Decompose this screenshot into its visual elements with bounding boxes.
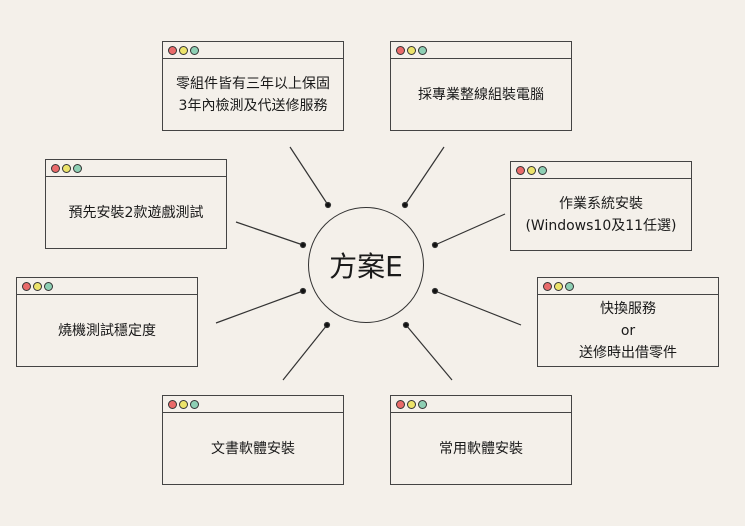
center-node: 方案E bbox=[308, 207, 424, 323]
connector bbox=[235, 221, 304, 246]
feature-window: 快換服務 or 送修時出借零件 bbox=[537, 277, 719, 367]
maximize-dot-icon bbox=[538, 165, 547, 175]
connector-dot bbox=[402, 321, 410, 329]
connector-dot bbox=[431, 241, 439, 249]
connector bbox=[434, 290, 522, 326]
maximize-dot-icon bbox=[190, 45, 199, 55]
maximize-dot-icon bbox=[44, 281, 53, 291]
close-dot-icon bbox=[516, 165, 525, 175]
connector-dot bbox=[299, 287, 307, 295]
maximize-dot-icon bbox=[73, 163, 82, 173]
minimize-dot-icon bbox=[62, 163, 71, 173]
feature-window: 燒機測試穩定度 bbox=[16, 277, 198, 367]
window-titlebar bbox=[46, 160, 226, 177]
feature-text: 零組件皆有三年以上保固 bbox=[176, 76, 330, 92]
close-dot-icon bbox=[22, 281, 31, 291]
connector bbox=[405, 324, 453, 381]
feature-text: 預先安裝2款遊戲測試 bbox=[68, 205, 204, 221]
window-titlebar bbox=[391, 396, 571, 413]
window-titlebar bbox=[391, 42, 571, 59]
feature-text: 燒機測試穩定度 bbox=[58, 323, 156, 339]
close-dot-icon bbox=[543, 281, 552, 291]
connector bbox=[282, 324, 328, 381]
feature-text: 常用軟體安裝 bbox=[439, 441, 523, 457]
window-body: 快換服務 or 送修時出借零件 bbox=[538, 295, 718, 367]
feature-window: 零組件皆有三年以上保固 3年內檢測及代送修服務 bbox=[162, 41, 344, 131]
window-titlebar bbox=[538, 278, 718, 295]
window-body: 採專業整線組裝電腦 bbox=[391, 59, 571, 131]
feature-window: 常用軟體安裝 bbox=[390, 395, 572, 485]
maximize-dot-icon bbox=[418, 45, 427, 55]
maximize-dot-icon bbox=[190, 399, 199, 409]
feature-text: 作業系統安裝 bbox=[559, 196, 643, 212]
feature-text: 3年內檢測及代送修服務 bbox=[178, 98, 328, 114]
minimize-dot-icon bbox=[179, 399, 188, 409]
feature-text: 送修時出借零件 bbox=[579, 345, 677, 361]
connector bbox=[215, 290, 304, 324]
feature-text: (Windows10及11任選) bbox=[525, 218, 677, 234]
window-body: 預先安裝2款遊戲測試 bbox=[46, 177, 226, 249]
window-body: 文書軟體安裝 bbox=[163, 413, 343, 485]
connector bbox=[289, 146, 329, 206]
window-body: 零組件皆有三年以上保固 3年內檢測及代送修服務 bbox=[163, 59, 343, 131]
feature-text: 文書軟體安裝 bbox=[211, 441, 295, 457]
connector-dot bbox=[431, 287, 439, 295]
window-titlebar bbox=[163, 42, 343, 59]
minimize-dot-icon bbox=[527, 165, 536, 175]
feature-window: 文書軟體安裝 bbox=[162, 395, 344, 485]
window-titlebar bbox=[511, 162, 691, 179]
connector bbox=[434, 213, 506, 246]
minimize-dot-icon bbox=[407, 399, 416, 409]
maximize-dot-icon bbox=[565, 281, 574, 291]
minimize-dot-icon bbox=[554, 281, 563, 291]
close-dot-icon bbox=[396, 399, 405, 409]
maximize-dot-icon bbox=[418, 399, 427, 409]
minimize-dot-icon bbox=[179, 45, 188, 55]
window-titlebar bbox=[163, 396, 343, 413]
close-dot-icon bbox=[51, 163, 60, 173]
feature-text: or bbox=[620, 323, 636, 339]
close-dot-icon bbox=[396, 45, 405, 55]
feature-window: 採專業整線組裝電腦 bbox=[390, 41, 572, 131]
connector-dot bbox=[299, 241, 307, 249]
window-body: 常用軟體安裝 bbox=[391, 413, 571, 485]
feature-text: 採專業整線組裝電腦 bbox=[418, 87, 544, 103]
close-dot-icon bbox=[168, 45, 177, 55]
connector-dot bbox=[323, 321, 331, 329]
connector-dot bbox=[324, 201, 332, 209]
window-body: 燒機測試穩定度 bbox=[17, 295, 197, 367]
connector-dot bbox=[401, 201, 409, 209]
connector bbox=[404, 146, 445, 206]
feature-window: 作業系統安裝 (Windows10及11任選) bbox=[510, 161, 692, 251]
minimize-dot-icon bbox=[33, 281, 42, 291]
window-body: 作業系統安裝 (Windows10及11任選) bbox=[511, 179, 691, 251]
feature-window: 預先安裝2款遊戲測試 bbox=[45, 159, 227, 249]
minimize-dot-icon bbox=[407, 45, 416, 55]
feature-text: 快換服務 bbox=[600, 301, 656, 317]
window-titlebar bbox=[17, 278, 197, 295]
close-dot-icon bbox=[168, 399, 177, 409]
